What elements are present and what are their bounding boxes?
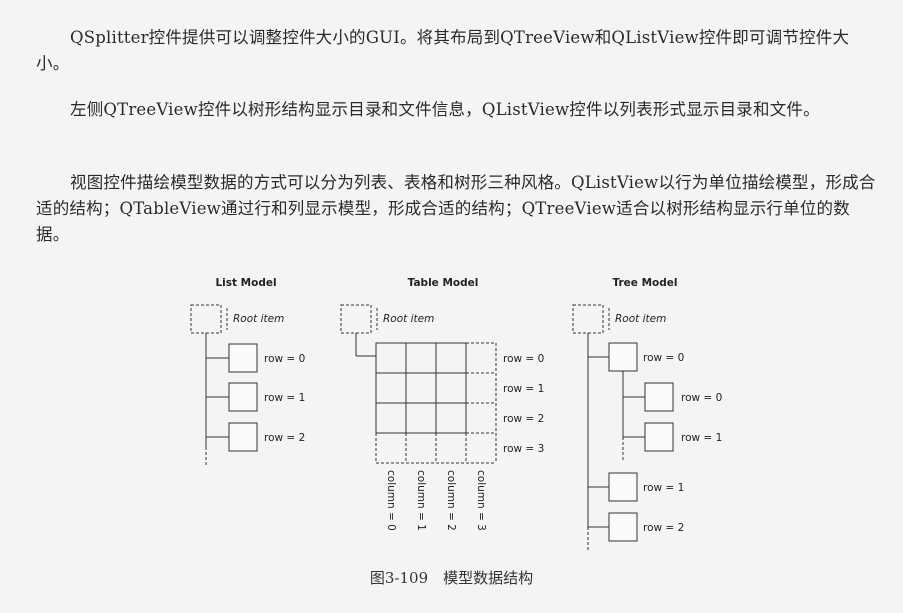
paragraph-1: QSplitter控件提供可以调整控件大小的GUI。将其布局到QTreeView… — [36, 28, 850, 73]
list-model-diagram: List Model Root item row = 0 row = 1 row… — [190, 277, 305, 465]
list-row-box — [228, 422, 258, 452]
table-row-label: row = 1 — [503, 383, 544, 395]
list-row-box — [228, 343, 258, 373]
list-model-title: List Model — [215, 277, 276, 289]
tree-row-label: row = 2 — [643, 522, 684, 534]
tree-row-label: row = 0 — [643, 352, 684, 364]
list-root-box — [190, 304, 222, 334]
tree-child-box — [644, 422, 674, 452]
tree-model-diagram: Tree Model Root item row = 0 row = 0 row… — [572, 277, 722, 552]
tree-row-box — [608, 472, 638, 502]
list-row-box — [228, 382, 258, 412]
list-row-label: row = 0 — [264, 353, 305, 365]
tree-child-label: row = 1 — [681, 432, 722, 444]
tree-root-label: Root item — [615, 313, 666, 325]
table-column-label: column = 0 — [385, 470, 397, 531]
table-root-box — [340, 304, 372, 334]
tree-root-box — [572, 304, 604, 334]
table-row-label: row = 3 — [503, 443, 544, 455]
table-model-title: Table Model — [408, 277, 479, 289]
tree-model-title: Tree Model — [613, 277, 678, 289]
list-root-label: Root item — [233, 313, 284, 325]
list-row-label: row = 2 — [264, 432, 305, 444]
table-root-label: Root item — [383, 313, 434, 325]
list-row-label: row = 1 — [264, 392, 305, 404]
tree-row-box — [608, 342, 638, 372]
tree-row-label: row = 1 — [643, 482, 684, 494]
table-model-diagram: Table Model Root item row = 0 row = — [340, 277, 544, 531]
table-row-label: row = 2 — [503, 413, 544, 425]
figure-caption: 图3-109 模型数据结构 — [369, 569, 534, 587]
tree-row-box — [608, 512, 638, 542]
table-column-label: column = 2 — [445, 470, 457, 531]
paragraph-2: 左侧QTreeView控件以树形结构显示目录和文件信息，QListView控件以… — [70, 100, 820, 119]
table-column-label: column = 3 — [475, 470, 487, 531]
paragraph-3: 视图控件描绘模型数据的方式可以分为列表、表格和树形三种风格。QListView以… — [36, 173, 876, 244]
table-column-label: column = 1 — [415, 470, 427, 531]
tree-child-label: row = 0 — [681, 392, 722, 404]
tree-child-box — [644, 382, 674, 412]
table-row-label: row = 0 — [503, 353, 544, 365]
